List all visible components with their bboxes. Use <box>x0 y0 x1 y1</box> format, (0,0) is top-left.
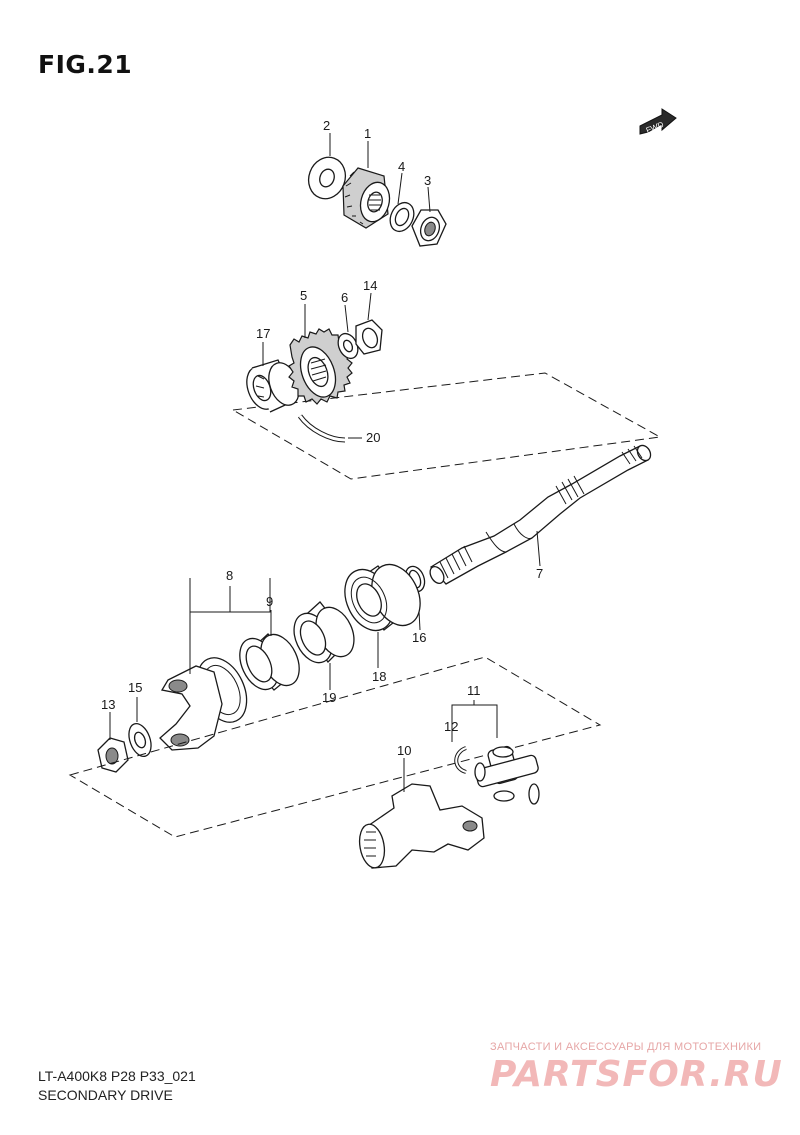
callout-13: 13 <box>101 697 115 712</box>
callout-19: 19 <box>322 690 336 705</box>
nut-part-13[interactable] <box>97 737 129 773</box>
callout-20: 20 <box>366 430 380 445</box>
watermark-tagline: ЗАПЧАСТИ И АКСЕССУАРЫ ДЛЯ МОТОТЕХНИКИ <box>490 1041 762 1053</box>
callout-17: 17 <box>256 326 270 341</box>
drive-shaft-part-7[interactable] <box>427 443 653 586</box>
callout-8: 8 <box>226 568 233 583</box>
seal-part-19[interactable] <box>287 601 362 668</box>
nut-part-3[interactable] <box>411 209 447 247</box>
fwd-arrow-icon: FWD <box>639 108 677 135</box>
callout-3: 3 <box>424 173 431 188</box>
washer-part-4[interactable] <box>386 199 419 235</box>
drive-yoke-part-8[interactable] <box>159 650 256 751</box>
callout-15: 15 <box>128 680 142 695</box>
bearing-part-18[interactable] <box>336 557 430 639</box>
watermark-brand: PARTSFOR.RU <box>490 1054 783 1095</box>
assembly-outline-c <box>68 656 602 838</box>
callout-18: 18 <box>372 669 386 684</box>
callout-12: 12 <box>444 719 458 734</box>
callout-14: 14 <box>363 278 377 293</box>
universal-yoke-part-10[interactable] <box>356 783 485 870</box>
figure-code: LT-A400K8 P28 P33_021 <box>38 1068 196 1084</box>
callout-10: 10 <box>397 743 411 758</box>
callout-6: 6 <box>341 290 348 305</box>
assembly-outline-b <box>231 372 662 480</box>
washer-part-15[interactable] <box>125 721 155 760</box>
figure-title: FIG.21 <box>38 50 133 79</box>
output-gear-part-5[interactable] <box>288 328 353 405</box>
oil-seal-part-9[interactable] <box>232 628 307 695</box>
universal-joint-cross-part-11[interactable] <box>474 745 540 805</box>
circlip-part-20[interactable] <box>297 414 346 443</box>
circlip-part-12[interactable] <box>454 746 467 774</box>
callout-7: 7 <box>536 566 543 581</box>
nut-part-14[interactable] <box>355 319 383 355</box>
callout-16: 16 <box>412 630 426 645</box>
callout-2: 2 <box>323 118 330 133</box>
figure-name: SECONDARY DRIVE <box>38 1087 173 1103</box>
bevel-gear-part-1[interactable] <box>342 167 394 229</box>
callout-1: 1 <box>364 126 371 141</box>
callout-5: 5 <box>300 288 307 303</box>
washer-part-2[interactable] <box>303 152 351 204</box>
callout-9: 9 <box>266 594 273 609</box>
callout-11: 11 <box>467 683 481 698</box>
callout-4: 4 <box>398 159 405 174</box>
